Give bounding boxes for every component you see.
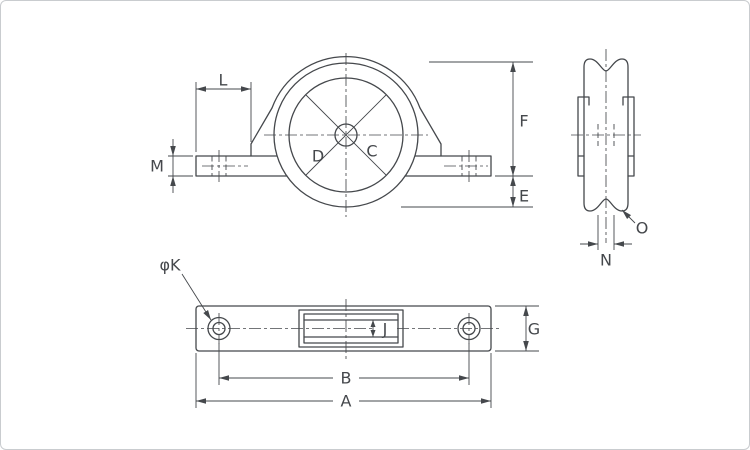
front-view: L M D C F E [150,53,533,217]
plan-plate-outline [195,305,492,352]
mounting-plate-outline [195,155,492,177]
flange-hole-hidden-lines [211,156,477,176]
dim-label-B: B [341,369,352,388]
plan-roller-rim-lines [303,319,399,338]
dim-phiK-leader [181,273,212,321]
roller-side-profile [583,58,629,212]
dim-label-N: N [600,251,612,270]
plan-centerlines [186,299,501,359]
plan-roller-outline [303,313,399,344]
dim-G-extension-lines [495,305,539,352]
dim-label-O: O [636,219,649,238]
side-axle-hidden-lines [597,124,615,146]
side-centerlines [571,49,641,243]
left-screw-hole-outer [207,316,231,341]
side-bracket-outline [577,96,635,177]
dim-label-A: A [341,392,352,411]
wheel-cross-lines [305,94,387,176]
drawing-root: L M D C F E [150,49,648,411]
dim-label-E: E [519,187,529,206]
dim-M-extension-lines [168,155,193,177]
dim-label-phiK: φK [159,256,181,275]
plan-view: φK J G B A [159,256,540,411]
left-screw-hole-inner [212,321,226,336]
dim-label-G: G [528,320,540,339]
dim-label-J: J [382,320,388,339]
wheel-tread-circle [288,77,404,193]
bracket-housing-outline [250,56,442,157]
axle-hole-circle [334,123,358,147]
dim-label-C: C [366,142,377,161]
side-view: N O [571,49,648,270]
plan-slot-outline [298,309,404,348]
front-wheel-centerlines [264,53,428,217]
dim-label-M: M [150,157,164,176]
dim-F-extension-lines [429,61,533,177]
dim-O-leader [621,209,636,224]
flange-hole-centerlines [202,150,488,182]
wheel-outer-circle [273,62,419,208]
right-screw-hole-outer [457,316,481,341]
right-screw-hole-inner [462,321,476,336]
dim-label-F: F [519,112,528,131]
dim-label-L: L [219,71,228,90]
dim-label-D: D [312,147,324,166]
dim-L-extension-lines [195,82,252,152]
